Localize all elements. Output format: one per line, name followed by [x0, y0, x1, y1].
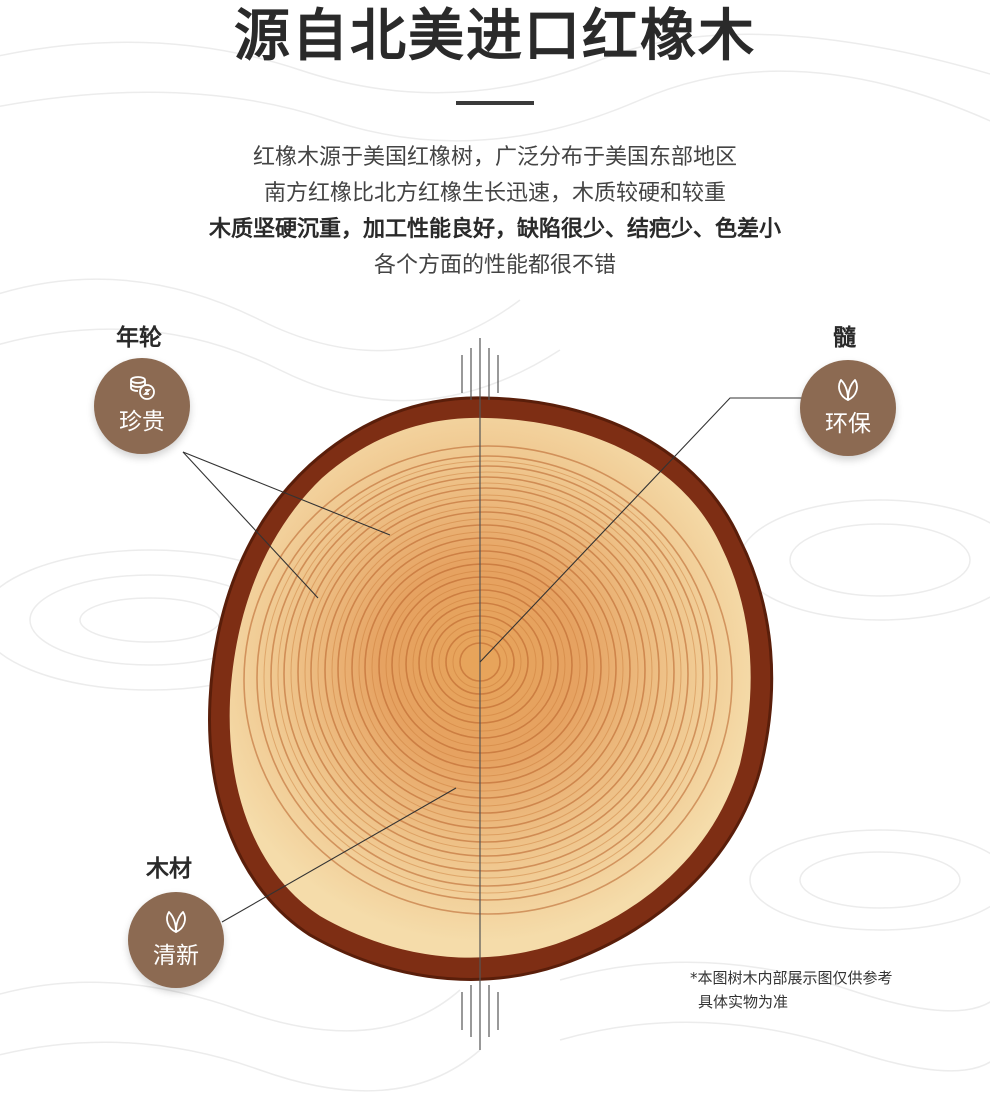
rings-pointer-line	[182, 451, 391, 536]
callout-badge-rings: 珍贵	[94, 358, 190, 454]
description-line-2: 南方红橡比北方红橡生长迅速，木质较硬和较重	[263, 181, 726, 206]
description-line-3: 木质坚硬沉重，加工性能良好，缺陷很少、结疤少、色差小	[208, 217, 781, 242]
callout-badge-text-rings: 珍贵	[119, 409, 165, 435]
callout-badge-text-pith: 环保	[825, 411, 871, 437]
description-line-1: 红橡木源于美国红橡树，广泛分布于美国东部地区	[252, 145, 737, 170]
leaf-icon	[838, 379, 858, 401]
disclaimer-line-2: 具体实物为准	[698, 993, 789, 1011]
callout-label-pith: 髓	[833, 325, 856, 351]
title-underline	[456, 101, 534, 105]
disclaimer-line-1: *本图树木内部展示图仅供参考	[690, 969, 893, 987]
coins-icon	[130, 376, 155, 400]
callout-badge-text-wood: 清新	[153, 943, 199, 969]
description-line-4: 各个方面的性能都很不错	[373, 253, 616, 278]
callout-badge-wood: 清新	[128, 892, 224, 988]
leaf-icon	[166, 911, 186, 933]
callout-badge-pith: 环保	[800, 360, 896, 456]
pith-pointer-line	[479, 397, 802, 663]
page-title: 源自北美进口红橡木	[234, 4, 756, 69]
callout-label-rings: 年轮	[116, 325, 162, 351]
callout-label-wood: 木材	[146, 856, 192, 882]
wood-pointer-line	[221, 787, 457, 923]
